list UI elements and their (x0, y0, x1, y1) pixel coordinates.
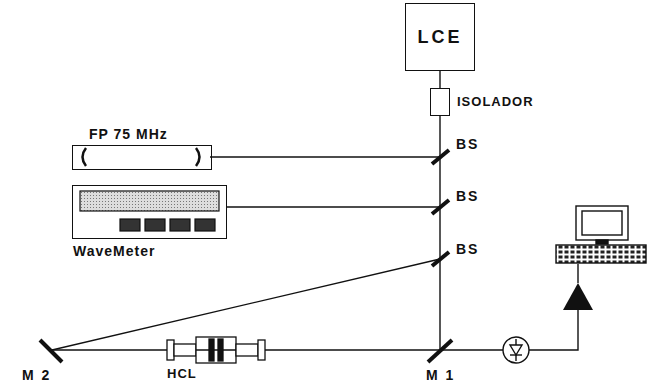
wavemeter-display (80, 191, 219, 211)
laser-beam (227, 206, 440, 207)
wavemeter-button (120, 219, 140, 231)
hollow-cathode-lamp (167, 337, 265, 363)
mirror (40, 340, 62, 362)
beam-splitter-label: BS (456, 241, 479, 257)
isolator-box: ISOLADOR (430, 88, 450, 116)
signal-wire (529, 310, 578, 350)
laser-beam (210, 156, 440, 157)
laser-beam (440, 349, 503, 350)
component-name: LCE (418, 27, 463, 48)
wavemeter-button (170, 219, 190, 231)
beam-splitter-label: BS (456, 136, 479, 152)
beam-connector (439, 71, 440, 88)
computer (556, 206, 646, 263)
beam-splitter-label: BS (456, 188, 479, 204)
fabry-perot-box: FP 75 MHz (72, 145, 212, 170)
mirror-label: M 2 (22, 367, 51, 383)
component-name: WaveMeter (73, 243, 155, 259)
hcl-lamp: HCL (167, 337, 265, 363)
beam-splitter (432, 200, 449, 214)
fp-mirror (196, 148, 200, 166)
laser-beam (439, 116, 440, 350)
component-name: ISOLADOR (457, 94, 534, 109)
component-name: HCL (167, 366, 197, 381)
beam-splitter (432, 252, 449, 266)
fp-mirror (83, 148, 87, 166)
signal-wire (577, 264, 578, 283)
wavemeter-button (145, 219, 165, 231)
wavemeter-box: WaveMeter (72, 185, 227, 239)
component-name: FP 75 MHz (89, 126, 168, 142)
wavemeter-button (195, 219, 215, 231)
laser-box: LCE (405, 3, 475, 71)
mirror (428, 340, 452, 362)
photodiode (503, 337, 529, 363)
laser-beam (52, 259, 440, 350)
mirror-label: M 1 (426, 367, 455, 383)
amplifier (563, 283, 593, 310)
beam-splitter (432, 150, 449, 164)
